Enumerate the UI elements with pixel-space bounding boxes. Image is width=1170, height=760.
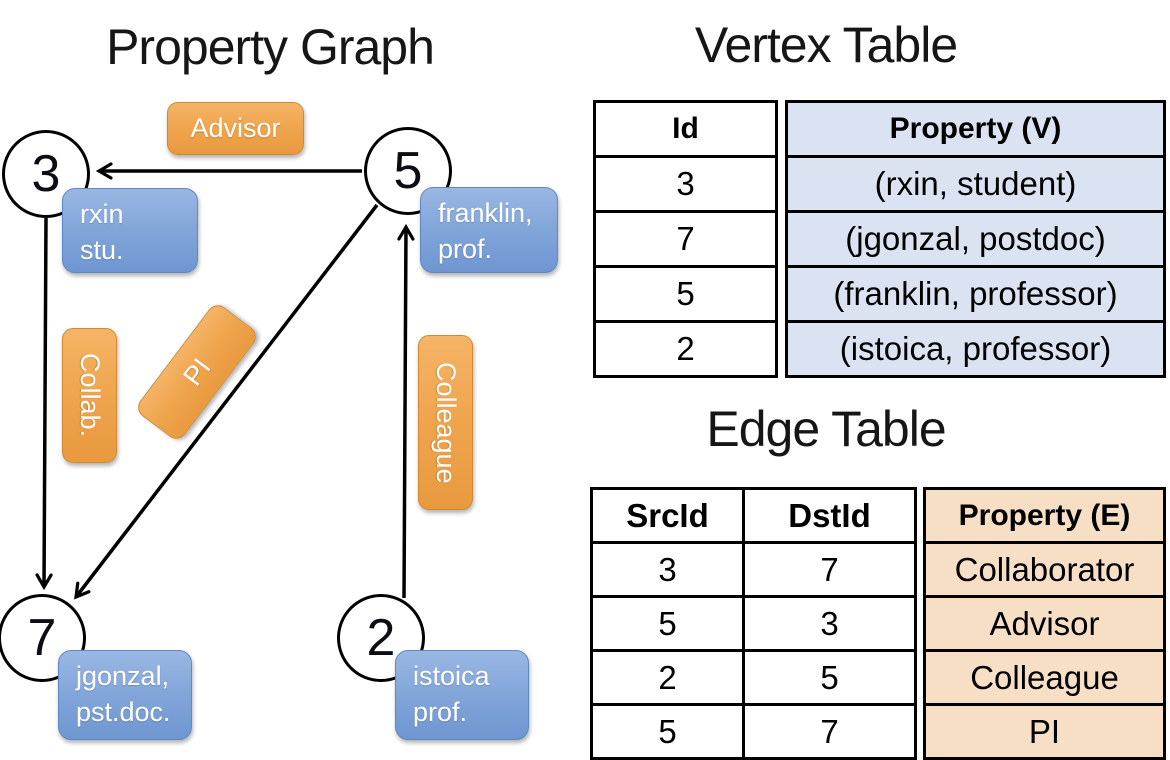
edge-table-cell: Advisor xyxy=(926,595,1163,649)
vertex-property-line: franklin, xyxy=(438,198,533,228)
edge-table-cell: 3 xyxy=(593,541,742,595)
vertex-table-cell: 5 xyxy=(596,265,775,320)
vertex-property-line: pst.doc. xyxy=(76,697,171,727)
edge-table-cell: 5 xyxy=(742,649,914,703)
edge-table-cell: Colleague xyxy=(926,649,1163,703)
edge-label-colleague: Colleague xyxy=(418,335,473,510)
vertex-table-cell: 2 xyxy=(596,320,775,375)
edge-table-header-srcid: SrcId xyxy=(626,497,709,534)
edge-line-5-to-7 xyxy=(74,203,379,600)
edge-table-cell: 5 xyxy=(593,703,742,757)
edge-table-title: Edge Table xyxy=(706,401,946,457)
edge-table-header-property: Property (E) xyxy=(958,499,1131,532)
vertex-table-cell: 3 xyxy=(596,155,775,210)
vertex-table-property-column: Property (V) (rxin, student) (jgonzal, p… xyxy=(785,100,1166,378)
vertex-table-cell: (istoica, professor) xyxy=(788,320,1163,375)
vertex-property-line: stu. xyxy=(80,235,124,265)
vertex-table-header-property: Property (V) xyxy=(889,112,1062,145)
edge-table-cell: PI xyxy=(926,703,1163,757)
edge-table-cell: 7 xyxy=(742,541,914,595)
edge-label-text: Colleague xyxy=(431,361,461,484)
vertex-table-header-id: Id xyxy=(672,112,699,145)
vertex-property-line: prof. xyxy=(413,697,468,727)
edge-line-2-to-5 xyxy=(397,223,415,599)
edge-table-cell: 7 xyxy=(742,703,914,757)
vertex-property-line: istoica xyxy=(413,661,490,691)
vertex-property-box-franklin: franklin, prof. xyxy=(420,187,558,273)
vertex-id-label: 3 xyxy=(31,145,61,203)
edge-table-cell: 3 xyxy=(742,595,914,649)
edge-table-header-dstid: DstId xyxy=(742,490,914,541)
vertex-property-line: prof. xyxy=(438,234,493,264)
edge-label-text: PI xyxy=(176,352,217,391)
vertex-node-5: 5 xyxy=(364,127,452,215)
edge-line-3-to-7 xyxy=(35,217,53,591)
vertex-table-id-column: Id 3 7 5 2 xyxy=(593,100,778,378)
vertex-property-box-istoica: istoica prof. xyxy=(395,650,529,740)
vertex-id-label: 2 xyxy=(366,609,396,667)
edge-table-cell: 2 xyxy=(593,649,742,703)
vertex-node-2: 2 xyxy=(337,594,425,682)
edge-table-id-columns: SrcId DstId 3 7 5 3 2 5 5 7 xyxy=(590,487,917,760)
edge-label-text: Collab. xyxy=(75,353,105,438)
property-graph-title: Property Graph xyxy=(106,19,435,75)
vertex-id-label: 7 xyxy=(27,609,57,667)
vertex-property-line: jgonzal, xyxy=(76,661,170,691)
edge-table-cell: Collaborator xyxy=(926,541,1163,595)
vertex-table-cell: (jgonzal, postdoc) xyxy=(788,210,1163,265)
vertex-id-label: 5 xyxy=(393,142,423,200)
graph-edges-svg xyxy=(35,162,415,600)
vertex-table-title: Vertex Table xyxy=(694,17,958,73)
edge-label-collab: Collab. xyxy=(62,328,117,463)
edge-label-text: Advisor xyxy=(190,113,281,143)
vertex-property-line: rxin xyxy=(80,199,124,229)
vertex-table-cell: 7 xyxy=(596,210,775,265)
vertex-property-box-jgonzal: jgonzal, pst.doc. xyxy=(58,650,192,740)
vertex-property-box-rxin: rxin stu. xyxy=(62,188,198,273)
vertex-table-cell: (rxin, student) xyxy=(788,155,1163,210)
edge-table-property-column: Property (E) Collaborator Advisor Collea… xyxy=(923,487,1166,760)
vertex-table-cell: (franklin, professor) xyxy=(788,265,1163,320)
edge-label-advisor: Advisor xyxy=(167,102,304,155)
edge-table-cell: 5 xyxy=(593,595,742,649)
